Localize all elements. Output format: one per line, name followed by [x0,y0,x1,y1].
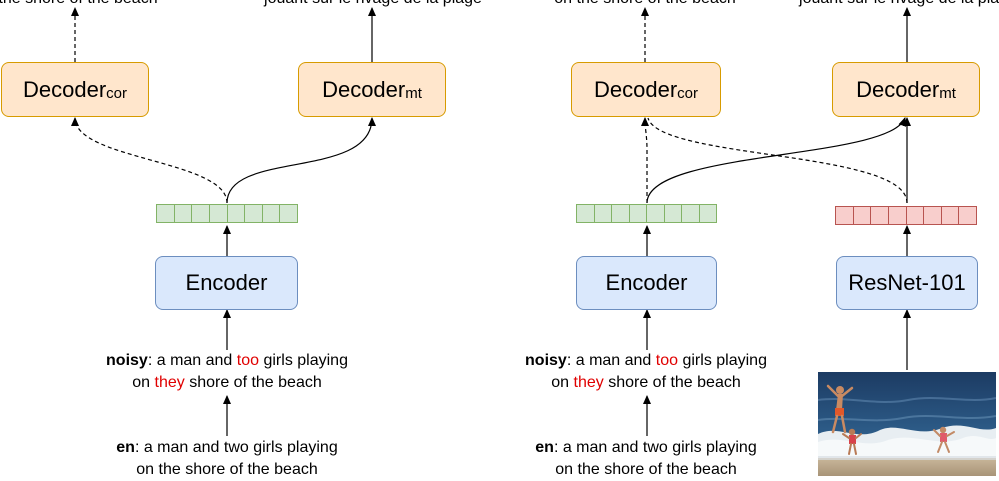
error-word-they: they [154,374,185,391]
output-text-cor-right: on the shore of the beach [535,0,755,10]
arrow-image-vector-to-decoder-cor [647,117,908,204]
decoder-mt-subscript: mt [939,85,956,102]
en-line2: on the shore of the beach [555,461,737,478]
resnet-label: ResNet-101 [848,270,966,295]
en-label: en [116,439,135,456]
encoder-box-right: Encoder [576,256,717,310]
error-word-too: too [236,352,260,369]
text-feature-vector-right [576,204,717,223]
resnet-box: ResNet-101 [836,256,978,310]
en-line1: : a man and two girls playing [553,439,757,456]
noisy-text-right: noisy: a man and too girls playing on th… [496,350,796,394]
image-feature-vector [835,206,977,225]
decoder-mt-label: Decoder [856,76,940,102]
en-line1: : a man and two girls playing [134,439,338,456]
noisy-text-left: noisy: a man and too girls playing on th… [77,350,377,394]
noisy-line1-part: girls playing [678,352,767,369]
noisy-line2-part: on [551,374,574,391]
decoder-cor-label: Decoder [594,76,678,102]
en-text-right: en: a man and two girls playing on the s… [496,437,796,481]
encoder-label: Encoder [185,270,268,295]
arrow-text-vector-to-decoder-cor [641,117,650,203]
en-text-left: en: a man and two girls playing on the s… [77,437,377,481]
decoder-cor-subscript: cor [677,85,698,102]
noisy-label: noisy [106,352,148,369]
noisy-line2-part: on [132,374,155,391]
en-label: en [535,439,554,456]
decoder-cor-subscript: cor [106,85,127,102]
noisy-line1-part: : a man and [147,352,237,369]
beach-photo [818,372,996,476]
error-word-too: too [655,352,679,369]
noisy-line2-part: shore of the beach [184,374,322,391]
arrow-vector-to-decoder-cor-left [71,117,228,204]
noisy-line1-part: : a man and [566,352,656,369]
output-text-mt-right: jouant sur le rivage de la plage [783,0,999,10]
decoder-mt-subscript: mt [405,85,422,102]
noisy-line1-part: girls playing [259,352,348,369]
output-text-cor-left: the shore of the beach [0,0,168,10]
arrow-text-vector-to-decoder-mt [646,117,907,204]
encoder-label: Encoder [605,270,688,295]
error-word-they: they [573,374,604,391]
text-feature-vector-left [156,204,298,223]
en-line2: on the shore of the beach [136,461,318,478]
arrow-vector-to-decoder-mt-left [226,117,376,204]
noisy-line2-part: shore of the beach [603,374,741,391]
encoder-box-left: Encoder [155,256,298,310]
output-text-mt-left: jouant sur le rivage de la plage [248,0,498,10]
decoder-cor-label: Decoder [23,76,107,102]
noisy-label: noisy [525,352,567,369]
decoder-mt-label: Decoder [322,76,406,102]
